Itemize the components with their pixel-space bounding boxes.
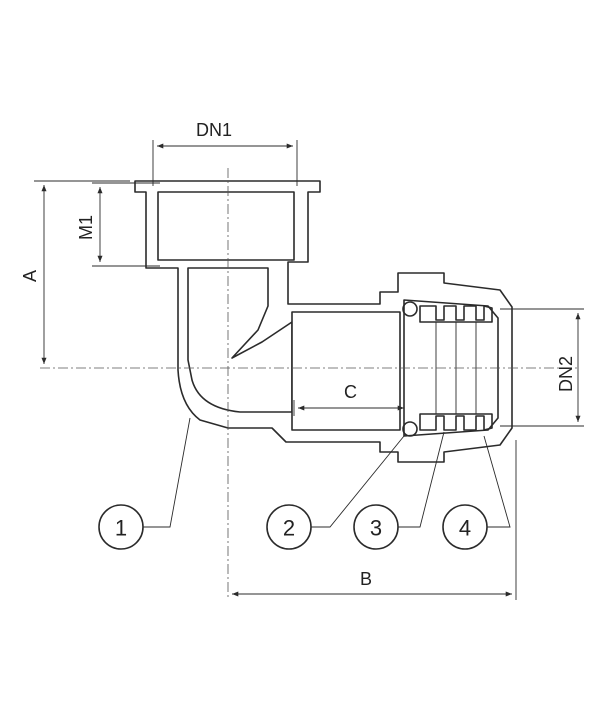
- label-b: B: [360, 569, 372, 589]
- callout-label: 4: [459, 516, 471, 541]
- label-dn1: DN1: [196, 120, 232, 140]
- label-c: C: [344, 382, 357, 402]
- callout-1: 1: [98, 504, 144, 550]
- callout-2: 2: [266, 504, 312, 550]
- dim-b: B: [232, 440, 517, 600]
- callout-3: 3: [353, 504, 399, 550]
- grip-ring: [419, 305, 493, 431]
- o-ring-seals: [402, 301, 418, 437]
- callout-label: 3: [370, 516, 382, 541]
- leader-lines: [143, 417, 511, 528]
- dim-a: A: [20, 180, 130, 364]
- label-dn2: DN2: [556, 356, 576, 392]
- callout-4: 4: [442, 504, 488, 550]
- dim-dn2: DN2: [500, 308, 584, 427]
- label-m1: M1: [76, 215, 96, 240]
- elbow-body: [134, 180, 513, 463]
- dim-c: C: [293, 382, 404, 416]
- label-a: A: [20, 270, 40, 282]
- callout-label: 2: [283, 516, 295, 541]
- dim-dn1: DN1: [152, 120, 298, 186]
- dim-m1: M1: [76, 182, 160, 267]
- callout-label: 1: [115, 516, 127, 541]
